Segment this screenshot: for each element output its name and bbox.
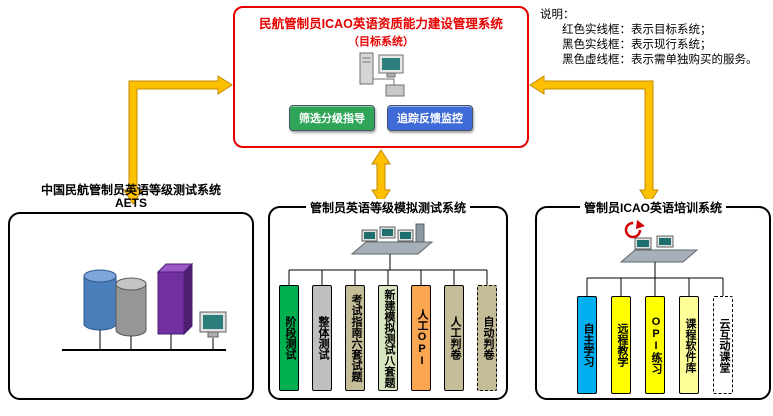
filter-grading-guidance-button[interactable]: 筛选分级指导 [289, 105, 375, 131]
module-bar-overall-test: 整体测试 [312, 285, 332, 391]
module-bar-exam-guide-six-sets: 考试指南六套试题 [345, 285, 365, 391]
training-system-box: 管制员ICAO英语培训系统 自主学习 远程教学 OPI练习 课程软件库 [535, 199, 771, 400]
module-bar-auto-grading: 自动判卷 [477, 285, 497, 391]
legend-title: 说明： [540, 9, 575, 21]
sync-arrow-icon [624, 220, 645, 239]
tracking-feedback-monitor-button[interactable]: 追踪反馈监控 [387, 105, 473, 131]
module-bar-stage-test: 阶段测试 [279, 285, 299, 391]
database-blue-icon [83, 269, 117, 331]
module-bar-manual-grading: 人工判卷 [444, 285, 464, 391]
target-system-box: 民航管制员ICAO英语资质能力建设管理系统 （目标系统） 筛选分级指导 追踪反馈… [233, 6, 529, 148]
legend-item-purchase: 黑色虚线框：表示需单独购买的服务。 [562, 54, 758, 66]
module-bar-remote-teaching: 远程教学 [611, 296, 631, 394]
server-tower-icon [156, 262, 194, 336]
arrow-right-icon [529, 75, 659, 205]
mock-test-network-icon [288, 223, 488, 286]
workstation-icon [199, 311, 227, 338]
target-system-buttons: 筛选分级指导 追踪反馈监控 [289, 105, 473, 131]
module-bar-manual-opi: 人工OPI [411, 285, 431, 391]
target-system-computer-icon [359, 52, 405, 97]
aets-title-line2: AETS [114, 196, 147, 210]
aets-system-title: 中国民航管制员英语等级测试系统 AETS [8, 184, 254, 210]
module-bar-new-mock-eight-sets: 新建模拟测试八套题 [378, 285, 398, 391]
module-bar-opi-practice: OPI练习 [645, 296, 665, 394]
legend-item-target: 红色实线框：表示目标系统； [562, 24, 712, 36]
module-bar-self-study: 自主学习 [577, 296, 597, 394]
module-bar-courseware-library: 课程软件库 [679, 296, 699, 394]
legend-item-current: 黑色实线框：表示现行系统； [562, 39, 712, 51]
module-bar-cloud-classroom: 云互动课堂 [713, 296, 733, 394]
database-gray-icon [115, 277, 147, 337]
aets-system-box [8, 212, 254, 400]
arrow-center-icon [371, 149, 391, 205]
mock-test-system-title: 管制员英语等级模拟测试系统 [305, 199, 471, 216]
mock-test-system-box: 管制员英语等级模拟测试系统 阶段测试 整体测试 考试指南六套试题 新建模拟测试 [268, 199, 508, 400]
target-system-subtitle: （目标系统） [348, 36, 414, 48]
legend: 说明： 红色实线框：表示目标系统； 黑色实线框：表示现行系统； 黑色虚线框：表示… [540, 8, 772, 68]
aets-hardware-icons [62, 262, 227, 351]
training-network-icon [586, 220, 724, 297]
target-system-title: 民航管制员ICAO英语资质能力建设管理系统 [259, 17, 503, 31]
network-bus-line [62, 330, 226, 351]
